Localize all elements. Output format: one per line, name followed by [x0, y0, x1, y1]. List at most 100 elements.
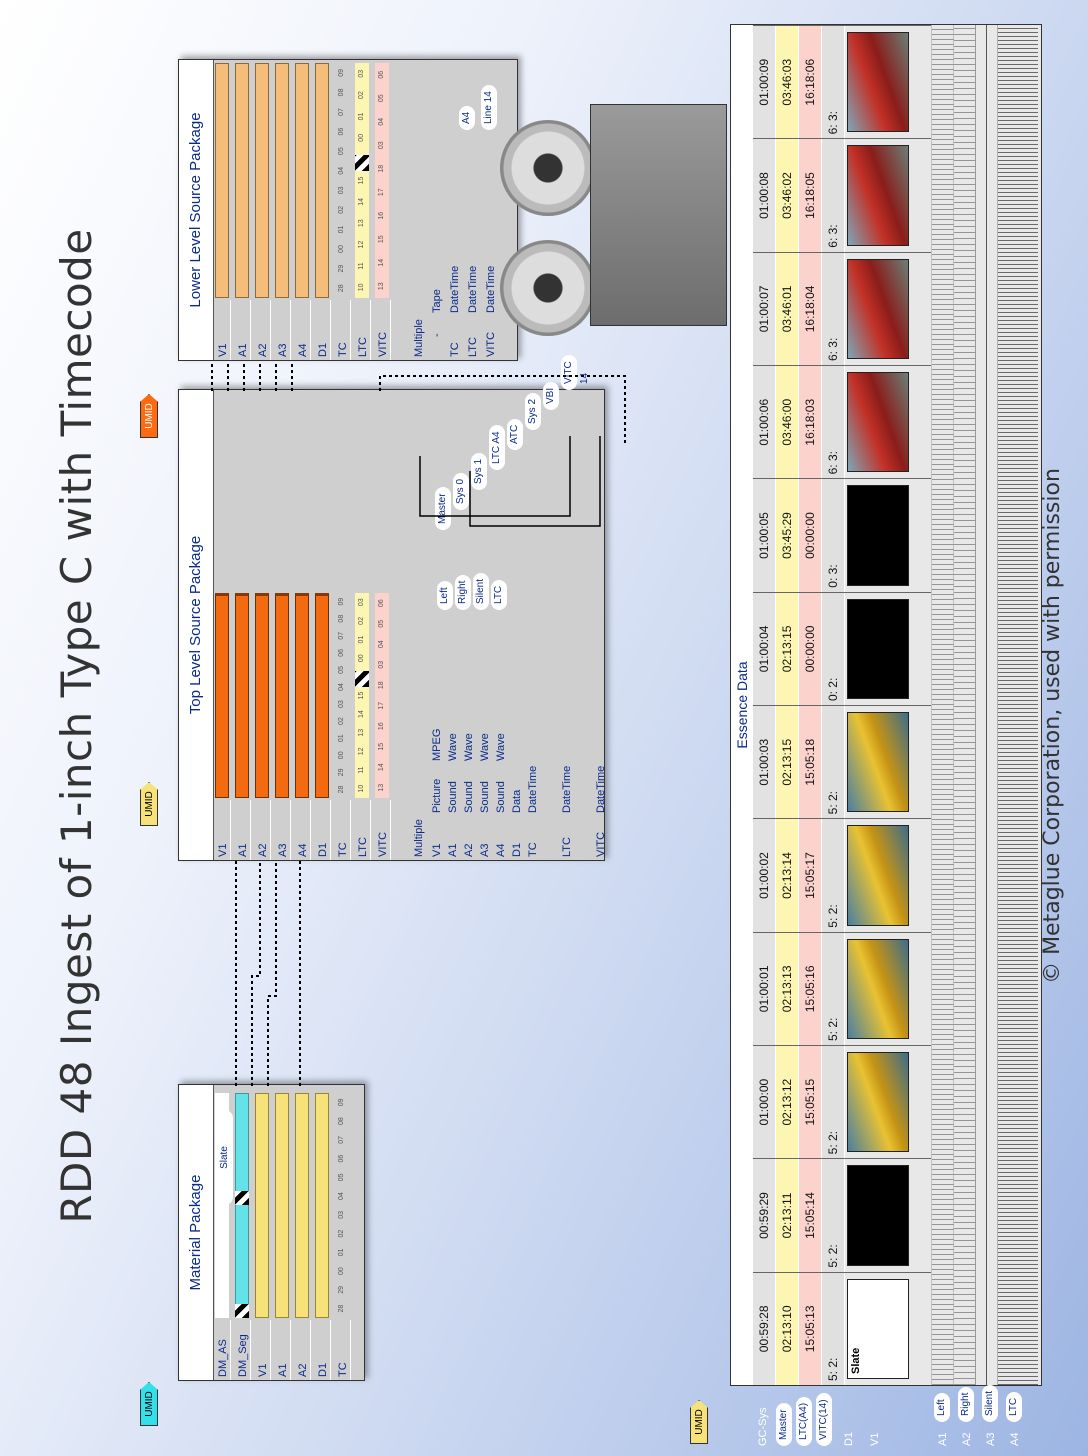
top-tc-frame: 09 [338, 597, 345, 606]
essence-thumbnail: Slate [847, 1278, 909, 1379]
top-pill: VITC 14 [561, 355, 590, 390]
essence-vitc: 16:18:04 [799, 252, 822, 366]
top-tc-frame: 05 [338, 666, 345, 674]
gc-pill: VITC(14) [816, 1393, 832, 1446]
top-ltc-frame: 00 [358, 654, 365, 663]
mp-row-label: DM_AS [215, 1320, 231, 1380]
wave-a1 [931, 25, 954, 1385]
lower-track-a3 [275, 63, 289, 298]
lower-ltc-frame: 15 [358, 176, 365, 185]
copyright-footer: © Metaglue Corporation, used with permis… [1040, 468, 1065, 984]
tc-frame: 06 [338, 1154, 345, 1163]
essence-sys: 6: 3: [822, 139, 845, 252]
lower-track-a1 [235, 63, 249, 298]
essence-ltc: 03:46:00 [776, 366, 799, 479]
d1-label: D1 [843, 1431, 855, 1446]
diagram-title: RDD 48 Ingest of 1-inch Type C with Time… [52, 228, 101, 1224]
top-umid-tag: UMID [140, 782, 158, 826]
wave-a2 [953, 25, 976, 1385]
wave-a3 [975, 25, 998, 1385]
lower-row-label: LTC [355, 300, 371, 360]
essence-tc: 01:00:02 [753, 819, 776, 932]
top-vitc-frame: 14 [378, 763, 385, 772]
top-desc-codec: Wave [479, 733, 491, 761]
tc-frame: 04 [338, 1192, 345, 1201]
top-vitc-frame: 03 [378, 660, 385, 669]
top-row-label: VITC [375, 800, 391, 860]
top-pill: ATC [507, 418, 523, 450]
lower-tc-frame: 07 [338, 108, 345, 116]
lower-row-label: VITC [375, 300, 391, 360]
essence-vitc: 00:00:00 [799, 592, 822, 706]
top-multiple-label: Multiple [413, 819, 425, 857]
top-desc-codec: MPEG [431, 728, 443, 761]
essence-vitc: 15:05:14 [799, 1159, 822, 1272]
top-ltc-hatch [355, 671, 369, 687]
top-vitc-frame: 13 [378, 783, 385, 792]
lower-ltc-hatch [355, 155, 369, 171]
top-desc-kind: DateTime [595, 765, 607, 813]
essence-thumbnail [847, 1165, 909, 1266]
lower-tc-frame: 00 [338, 245, 345, 253]
top-desc-codec: Wave [463, 733, 475, 761]
essence-thumb-label: Slate [850, 1347, 862, 1374]
top-pill: LTC A4 [489, 425, 505, 470]
essence-vitc: 16:18:06 [799, 26, 822, 139]
top-vitc-frame: 06 [378, 599, 385, 608]
essence-tc: 00:59:29 [753, 1159, 776, 1272]
dm-seg-hatch-left [235, 1304, 249, 1318]
lower-ltc-frame: 02 [358, 91, 365, 99]
essence-ltc: 02:13:12 [776, 1046, 799, 1159]
essence-sys: 5: 2: [822, 1159, 845, 1272]
lower-track-a4 [295, 63, 309, 298]
lower-desc-track: LTC [467, 337, 479, 357]
lower-ltc-frame: 10 [358, 283, 365, 292]
audio-track-label: A3 [985, 1432, 997, 1446]
top-tc-frame: 04 [338, 683, 345, 691]
lower-desc-kind: DateTime [467, 265, 479, 313]
top-pill: Right [455, 574, 471, 610]
lower-track-v1 [215, 63, 229, 298]
top-tc-frame: 02 [338, 717, 345, 726]
essence-sys: 0: 2: [822, 592, 845, 706]
essence-ltc: 02:13:13 [776, 932, 799, 1046]
essence-ltc: 03:46:01 [776, 252, 799, 366]
essence-sys: 6: 3: [822, 366, 845, 479]
mp-row-label: D1 [315, 1320, 331, 1380]
wave-a4-ltc [997, 25, 1038, 1385]
top-track-v1 [215, 593, 229, 798]
lower-tc-frame: 05 [338, 147, 345, 156]
essence-tc: 01:00:04 [753, 592, 776, 706]
lower-ltc-frame: 14 [358, 197, 365, 206]
top-pill: VBI [543, 381, 559, 410]
tc-frame: 01 [338, 1248, 345, 1257]
audio-pill: Left [934, 1393, 950, 1422]
top-desc-kind: Sound [479, 781, 491, 813]
essence-sys: 5: 2: [822, 932, 845, 1046]
essence-vitc: 15:05:16 [799, 932, 822, 1046]
top-desc-track: A4 [495, 843, 507, 857]
top-desc-track: A1 [447, 843, 459, 857]
top-row-label: A4 [295, 800, 311, 860]
lower-tc-frame: 09 [338, 68, 345, 77]
essence-vitc: 15:05:15 [799, 1046, 822, 1159]
top-row-label: V1 [215, 800, 231, 860]
essence-vitc: 16:18:05 [799, 139, 822, 252]
top-pill: Master [435, 487, 451, 530]
top-row-label: A3 [275, 800, 291, 860]
tc-frame: 08 [338, 1117, 345, 1126]
lower-vitc-frame: 05 [378, 94, 385, 103]
top-vitc-frame: 15 [378, 742, 385, 751]
